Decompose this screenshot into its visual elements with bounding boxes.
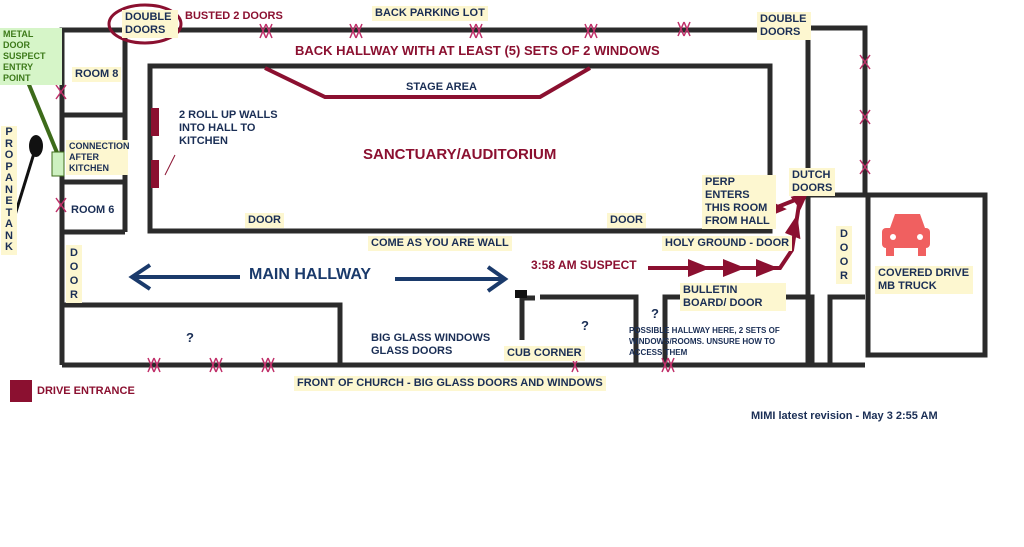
connection-label: CONNECTION AFTER KITCHEN xyxy=(66,140,130,175)
cub-corner-mark xyxy=(515,290,527,298)
metal-door-pointer xyxy=(23,74,60,156)
drive-entrance-legend: DRIVE ENTRANCE xyxy=(37,385,135,397)
dutch-doors-label: DUTCH DOORS xyxy=(789,168,835,196)
drive-entrance-swatch xyxy=(10,380,32,402)
roll-up-wall xyxy=(151,160,159,188)
propane-tank-icon xyxy=(29,135,43,157)
sanctuary-label: SANCTUARY/AUDITORIUM xyxy=(363,146,557,163)
perp-enters-label: PERP ENTERS THIS ROOM FROM HALL xyxy=(702,175,776,229)
metal-door xyxy=(51,151,65,177)
possible-hallway-note: POSSIBLE HALLWAY HERE, 2 SETS OF WINDOWS… xyxy=(629,326,780,357)
double-doors-top-label: DOUBLE DOORS xyxy=(122,10,178,38)
door-label-vertical: DOOR xyxy=(836,226,852,284)
roll-up-wall xyxy=(151,108,159,136)
stage-edge xyxy=(264,66,592,99)
unknown-room-marker: ? xyxy=(651,306,659,321)
double-doors-right-label: DOUBLE DOORS xyxy=(757,12,811,40)
bulletin-board-label: BULLETIN BOARD/ DOOR xyxy=(680,283,786,311)
holy-ground-label: HOLY GROUND - DOOR xyxy=(662,236,793,251)
busted-doors-label: BUSTED 2 DOORS xyxy=(185,10,283,22)
double-doors-circle xyxy=(107,3,183,45)
front-of-church-label: FRONT OF CHURCH - BIG GLASS DOORS AND WI… xyxy=(294,376,606,391)
suspect-time-label: 3:58 AM SUSPECT xyxy=(531,258,637,272)
stage-area-label: STAGE AREA xyxy=(406,81,477,93)
walls xyxy=(59,25,988,368)
door-label: DOOR xyxy=(607,213,646,228)
propane-tank-line xyxy=(13,149,37,216)
back-parking-label: BACK PARKING LOT xyxy=(372,6,488,21)
come-as-you-are-label: COME AS YOU ARE WALL xyxy=(368,236,512,251)
main-hallway-arrow xyxy=(128,263,509,293)
revision-note: MIMI latest revision - May 3 2:55 AM xyxy=(751,410,938,422)
unknown-room-marker: ? xyxy=(581,318,589,333)
unknown-room-marker: ? xyxy=(186,330,194,345)
roll-up-walls-label: 2 ROLL UP WALLS INTO HALL TO KITCHEN xyxy=(179,109,278,147)
car-icon xyxy=(882,214,930,256)
covered-drive-label: COVERED DRIVE MB TRUCK xyxy=(875,266,973,294)
metal-door-label: METAL DOOR SUSPECT ENTRY POINT xyxy=(0,28,62,85)
room-8-label: ROOM 8 xyxy=(72,67,122,82)
cub-corner-label: CUB CORNER xyxy=(504,346,585,361)
room-6-label: ROOM 6 xyxy=(71,204,115,216)
back-hallway-label: BACK HALLWAY WITH AT LEAST (5) SETS OF 2… xyxy=(295,43,660,58)
propane-tank-label: PROPANE TANK xyxy=(1,126,17,255)
door-label-vertical: DOOR xyxy=(66,245,82,303)
door-label: DOOR xyxy=(245,213,284,228)
main-hallway-label: MAIN HALLWAY xyxy=(249,266,372,283)
suspect-path-arrow xyxy=(648,191,809,277)
big-glass-windows-label: BIG GLASS WINDOWS GLASS DOORS xyxy=(371,332,491,357)
